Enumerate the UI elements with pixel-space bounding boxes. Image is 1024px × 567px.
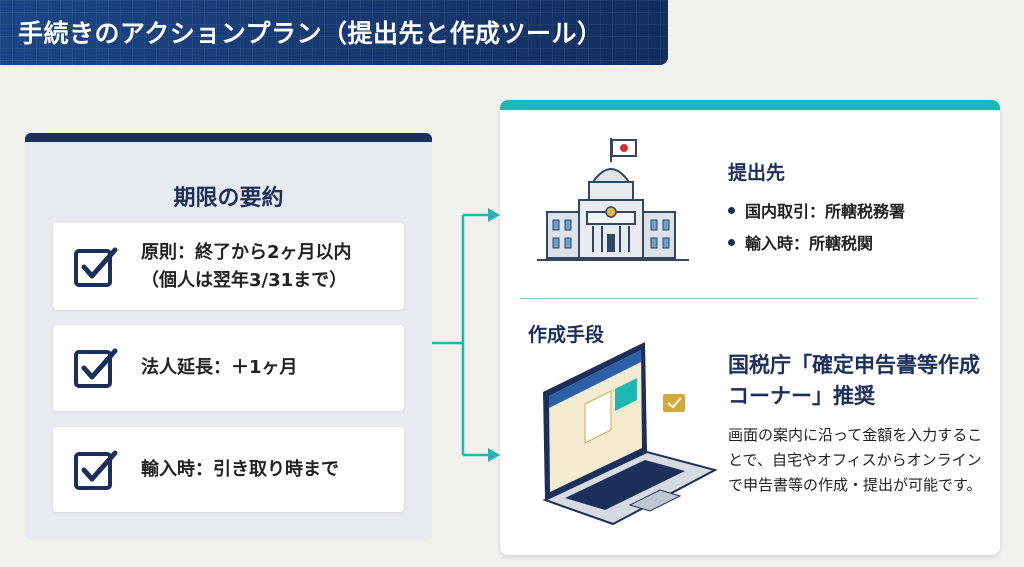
tool-heading: 国税庁「確定申告書等作成コーナー」推奨: [728, 353, 980, 408]
title-banner: 手続きのアクションプラン（提出先と作成ツール）: [0, 0, 668, 65]
submission-bullet-text: 輸入時：所轄税関: [745, 234, 874, 253]
bullet-dot-icon: [728, 206, 735, 214]
page-title: 手続きのアクションプラン（提出先と作成ツール）: [18, 19, 603, 48]
card-top-bar: [500, 100, 1000, 110]
deadline-item: 輸入時：引き取り時まで: [53, 427, 404, 512]
arrow-head-icon: [488, 208, 500, 222]
checkbox-checked-icon: [74, 348, 118, 388]
laptop-icon: [542, 342, 718, 526]
checkbox-checked-icon: [74, 450, 118, 490]
card-top-bar: [25, 133, 432, 142]
bullet-dot-icon: [728, 238, 735, 246]
submission-bullet-text: 国内取引：所轄税務署: [745, 202, 906, 221]
action-card: 提出先 国内取引：所轄税務署 輸入時：所轄税関 作成手段 国税庁「確定申告書等作…: [500, 100, 1000, 555]
arrow-head-icon: [488, 448, 500, 462]
deadline-item-text: 輸入時：引き取り時まで: [141, 458, 339, 480]
submission-heading: 提出先: [728, 162, 786, 184]
tool-label: 作成手段: [528, 324, 605, 346]
section-divider: [520, 298, 978, 299]
deadline-heading: 期限の要約: [173, 186, 284, 211]
deadline-item-text: 法人延長：＋1ヶ月: [141, 357, 298, 378]
government-building-icon: [537, 138, 689, 261]
deadline-item: 原則：終了から2ヶ月以内 （個人は翌年3/31まで）: [53, 223, 404, 310]
connector-arrows: [432, 208, 500, 462]
checkbox-checked-icon: [74, 247, 118, 287]
deadline-item-note: （個人は翌年3/31まで）: [141, 269, 348, 291]
deadline-summary-card: 期限の要約 原則：終了から2ヶ月以内 （個人は翌年3/31まで） 法人延長：＋1ヶ…: [25, 133, 432, 540]
submission-bullet: 国内取引：所轄税務署: [728, 198, 905, 222]
tool-description: 画面の案内に沿って金額を入力することで、自宅やオフィスからオンラインで申告書等の…: [728, 426, 983, 494]
deadline-item: 法人延長：＋1ヶ月: [53, 325, 404, 411]
submission-bullet: 輸入時：所轄税関: [728, 230, 873, 254]
envelope-check-icon: [663, 394, 685, 412]
deadline-item-text: 原則：終了から2ヶ月以内: [141, 241, 352, 263]
